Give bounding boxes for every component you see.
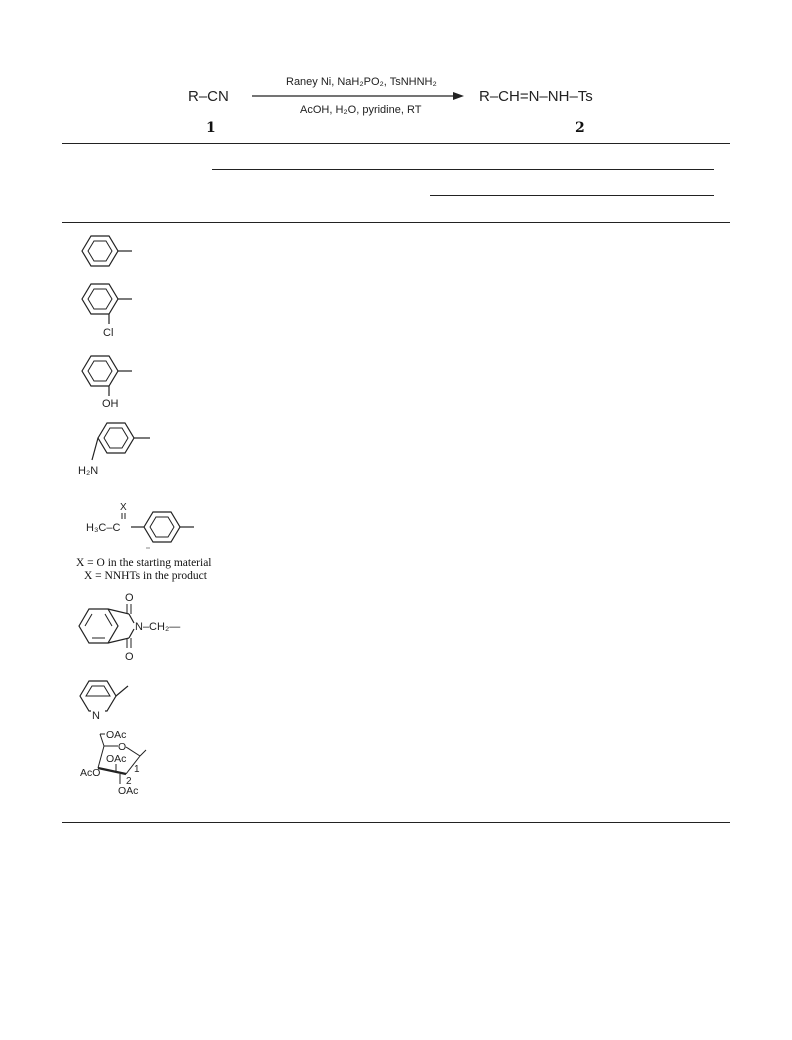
table-top-rule: [62, 143, 730, 144]
note-x-product: X = NNHTs in the product: [84, 570, 207, 582]
table-bottom-rule: [62, 822, 730, 823]
reactant-formula: R–CN: [188, 88, 229, 105]
structure-2-hydroxyphenyl: OH: [81, 355, 132, 410]
conditions-above-arrow: Raney Ni, NaH₂PO₂, TsNHNH₂: [286, 76, 437, 88]
note-x-start: X = O in the starting material: [76, 557, 212, 569]
aco-label: AcO: [80, 767, 100, 779]
table-header-bottom-rule: [62, 222, 730, 223]
structure-phenyl: [81, 235, 132, 267]
structure-2-chlorophenyl: Cl: [81, 283, 132, 339]
carbonyl-o-top: O: [125, 592, 134, 604]
position-1-label: 1: [134, 764, 140, 775]
product-formula: R–CH=N–NH–Ts: [479, 88, 593, 105]
oac-bottom-label: OAc: [118, 785, 138, 797]
reaction-arrow: [252, 92, 464, 100]
product-number: 2: [575, 120, 585, 136]
carbonyl-o-bottom: O: [125, 651, 134, 662]
structure-tetraacetyl-glycosyl: OAc O OAc AcO 1 2 OAc: [80, 729, 147, 797]
pyridine-n-label: N: [92, 710, 100, 722]
conditions-below-arrow: AcOH, H₂O, pyridine, RT: [300, 104, 422, 116]
ring-o-label: O: [118, 741, 126, 753]
structure-3-aminophenyl: H₂N: [78, 422, 150, 477]
table-header-subrule-2: [430, 195, 714, 196]
table-header-subrule-1: [212, 169, 714, 170]
amino-label: H₂N: [78, 465, 98, 477]
position-2-label: 2: [126, 776, 132, 787]
acetyl-h3c-label: H₃C–C: [86, 522, 120, 534]
structure-3-pyridyl: N: [79, 680, 129, 722]
structure-4-acylphenyl: X H₃C–C: [86, 502, 194, 549]
phthalimide-n-label: N–CH₂—: [135, 621, 180, 633]
hydroxy-label: OH: [102, 398, 119, 410]
reactant-number: 1: [206, 120, 216, 136]
chloro-label: Cl: [103, 327, 113, 339]
oac-top-label: OAc: [106, 729, 126, 741]
oac-mid-label: OAc: [106, 753, 126, 765]
acetyl-x-label: X: [120, 502, 127, 513]
structure-phthalimidomethyl: O O N–CH₂—: [78, 592, 180, 662]
